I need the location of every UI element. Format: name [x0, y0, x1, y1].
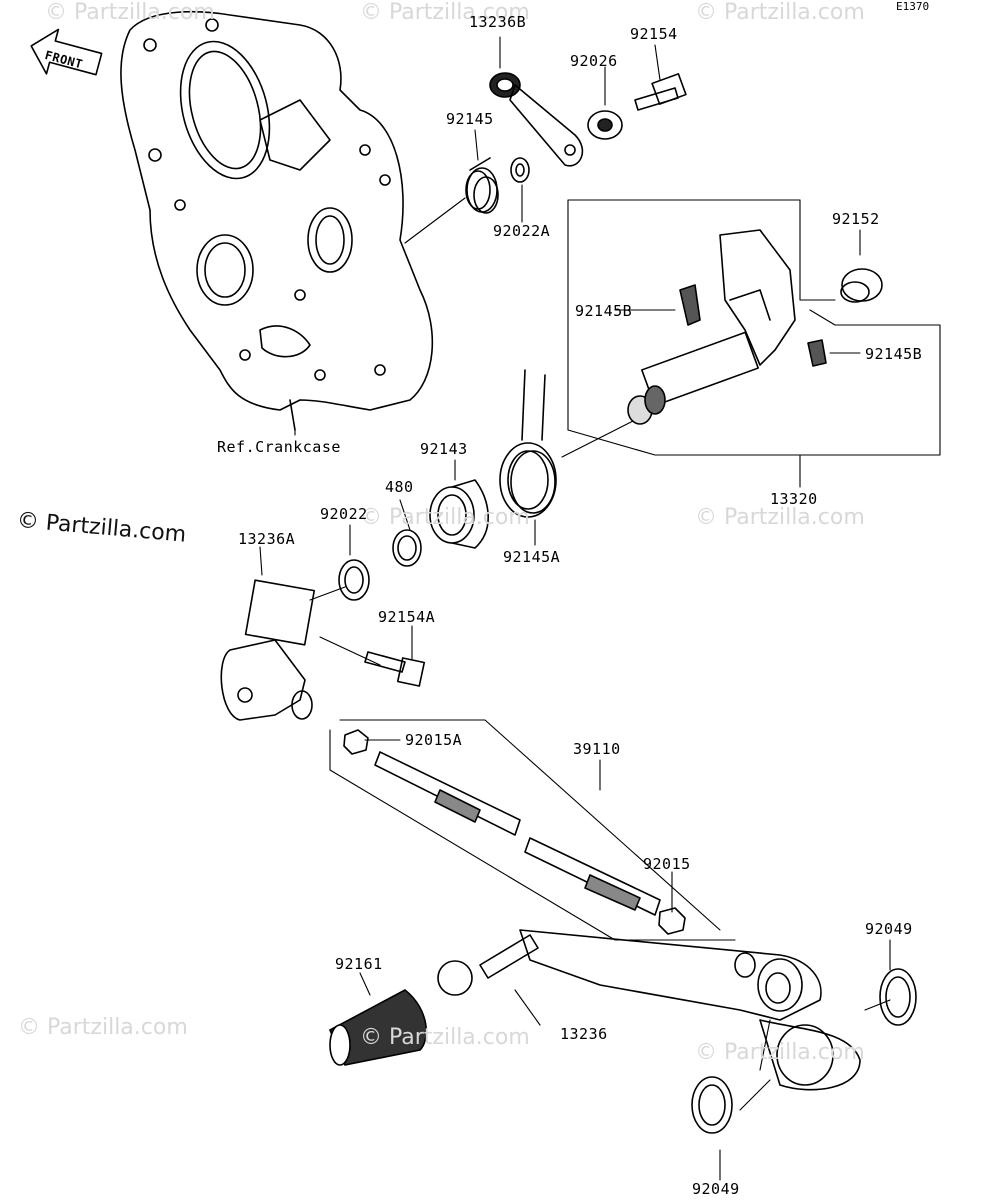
- watermark: © Partzilla.com: [695, 1040, 865, 1065]
- watermark: © Partzilla.com: [18, 1015, 188, 1040]
- part-92015: [658, 907, 686, 935]
- part-label-39110: 39110: [573, 740, 621, 758]
- part-label-92145: 92145: [446, 110, 494, 128]
- watermark: © Partzilla.com: [360, 505, 530, 530]
- part-label-13236A: 13236A: [238, 530, 296, 548]
- part-label-92145A: 92145A: [503, 548, 561, 566]
- part-92022: [338, 559, 370, 601]
- part-label-92145B-lower: 92145B: [865, 345, 923, 363]
- part-label-92161: 92161: [335, 955, 383, 973]
- part-label-92049-upper: 92049: [865, 920, 913, 938]
- part-92022A: [510, 157, 530, 183]
- part-92026: [587, 110, 623, 140]
- part-92049-lower: [691, 1076, 733, 1134]
- part-39110: [374, 751, 661, 916]
- part-92154: [634, 73, 687, 111]
- part-92145B-upper: [679, 284, 701, 326]
- part-label-92015A: 92015A: [405, 731, 463, 749]
- part-92145: [465, 157, 499, 214]
- diagram-code: E1370: [896, 0, 930, 13]
- part-92152: [840, 268, 883, 303]
- part-13236A: [220, 579, 316, 721]
- part-label-13320: 13320: [770, 490, 818, 508]
- part-92154A: [364, 651, 426, 687]
- part-label-92049-lower: 92049: [692, 1180, 740, 1198]
- watermark: © Partzilla.com: [695, 505, 865, 530]
- part-label-92022A: 92022A: [493, 222, 551, 240]
- part-label-92143: 92143: [420, 440, 468, 458]
- crankcase: [120, 10, 434, 431]
- part-92161: [329, 989, 427, 1066]
- part-label-92022: 92022: [320, 505, 368, 523]
- part-480: [392, 529, 422, 567]
- part-92049-upper: [879, 968, 917, 1026]
- watermark: © Partzilla.com: [360, 0, 530, 25]
- front-arrow-icon: [30, 28, 103, 76]
- watermark: © Partzilla.com: [45, 0, 215, 25]
- part-92015A: [343, 729, 369, 755]
- part-92145B-lower: [807, 339, 827, 367]
- part-label-92026: 92026: [570, 52, 618, 70]
- part-label-480: 480: [385, 478, 414, 496]
- part-label-92152: 92152: [832, 210, 880, 228]
- part-label-92154: 92154: [630, 25, 678, 43]
- part-label-92015: 92015: [643, 855, 691, 873]
- part-label-92145B-upper: 92145B: [575, 302, 633, 320]
- part-13236: [437, 929, 861, 1091]
- watermark: © Partzilla.com: [695, 0, 865, 25]
- part-13236B: [489, 72, 584, 167]
- ref-crankcase-label: Ref.Crankcase: [217, 438, 341, 456]
- watermark: © Partzilla.com: [360, 1025, 530, 1050]
- part-label-92154A: 92154A: [378, 608, 436, 626]
- part-label-13236B: 13236B: [469, 13, 527, 31]
- part-13320: [627, 229, 796, 425]
- part-label-13236: 13236: [560, 1025, 608, 1043]
- part-92143: [429, 479, 489, 549]
- part-92145A: [499, 369, 557, 518]
